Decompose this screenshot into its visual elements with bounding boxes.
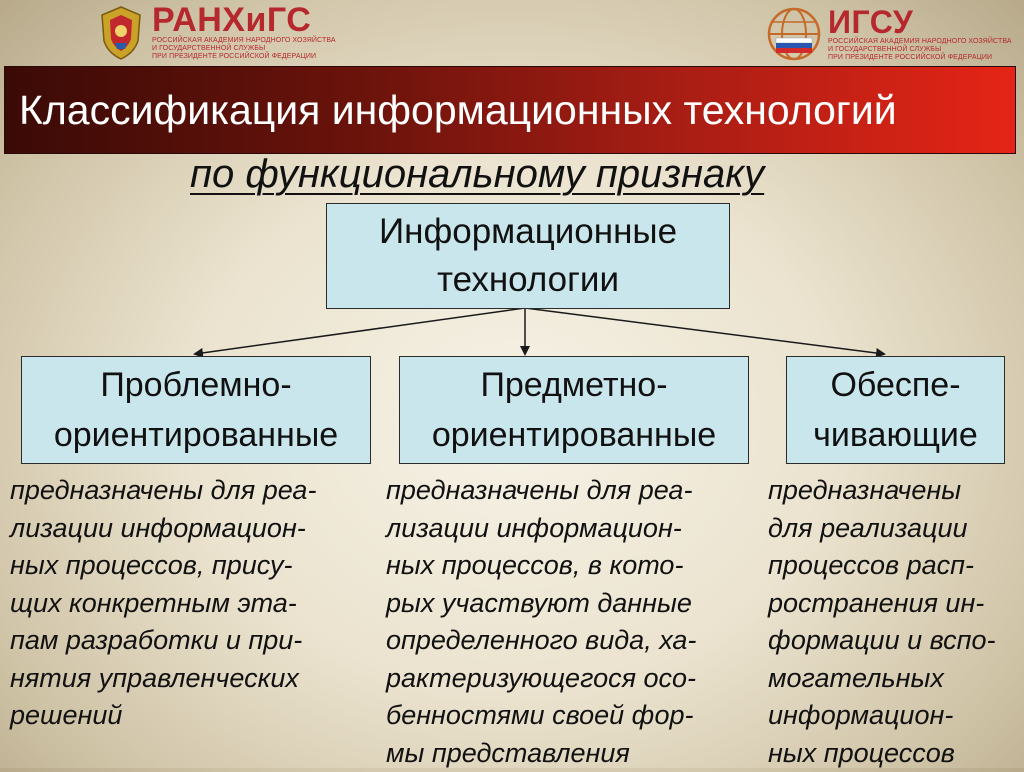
description-subject-oriented: предназначены для реа- лизации информаци… <box>386 475 697 768</box>
ranepa-logo-line-1: РОССИЙСКАЯ АКАДЕМИЯ НАРОДНОГО ХОЗЯЙСТВА <box>152 37 336 44</box>
coat-of-arms-icon <box>101 6 141 60</box>
description-supporting: предназначены для реализации процессов р… <box>768 475 996 768</box>
root-node-label: Информационные технологии <box>378 212 678 299</box>
arrow-to-category-1 <box>193 307 526 358</box>
category-label-problem-oriented: Проблемно- ориентированные <box>53 366 339 454</box>
root-node-box: Информационные технологии <box>326 203 730 309</box>
slide-title: Классификация информационных технологий <box>19 86 897 133</box>
description-problem-oriented: предназначены для реа- лизации информаци… <box>10 475 317 730</box>
category-label-subject-oriented: Предметно- ориентированные <box>431 366 717 454</box>
category-box-problem-oriented: Проблемно- ориентированные <box>21 356 371 464</box>
igsu-logo-line-2: И ГОСУДАРСТВЕННОЙ СЛУЖБЫ <box>828 46 942 53</box>
arrow-to-category-3 <box>524 307 886 358</box>
category-box-supporting: Обеспе- чивающие <box>786 356 1005 464</box>
ranepa-logo-name: РАНХиГС <box>152 1 312 39</box>
ranepa-logo-line-3: ПРИ ПРЕЗИДЕНТЕ РОССИЙСКОЙ ФЕДЕРАЦИИ <box>152 53 317 60</box>
igsu-logo-line-1: РОССИЙСКАЯ АКАДЕМИЯ НАРОДНОГО ХОЗЯЙСТВА <box>828 38 1012 45</box>
igsu-logo-name: ИГСУ <box>828 4 914 40</box>
globe-flag-icon <box>767 7 821 61</box>
title-banner: Классификация информационных технологий <box>4 66 1016 154</box>
igsu-logo-line-3: ПРИ ПРЕЗИДЕНТЕ РОССИЙСКОЙ ФЕДЕРАЦИИ <box>828 54 993 61</box>
igsu-logo: ИГСУ РОССИЙСКАЯ АКАДЕМИЯ НАРОДНОГО ХОЗЯЙ… <box>766 2 1012 66</box>
slide-subtitle: по функциональному признаку <box>190 152 765 196</box>
ranepa-logo: РАНХиГС РОССИЙСКАЯ АКАДЕМИЯ НАРОДНОГО ХО… <box>96 2 336 62</box>
category-label-supporting: Обеспе- чивающие <box>813 366 978 454</box>
ranepa-logo-line-2: И ГОСУДАРСТВЕННОЙ СЛУЖБЫ <box>152 45 266 52</box>
category-box-subject-oriented: Предметно- ориентированные <box>399 356 749 464</box>
